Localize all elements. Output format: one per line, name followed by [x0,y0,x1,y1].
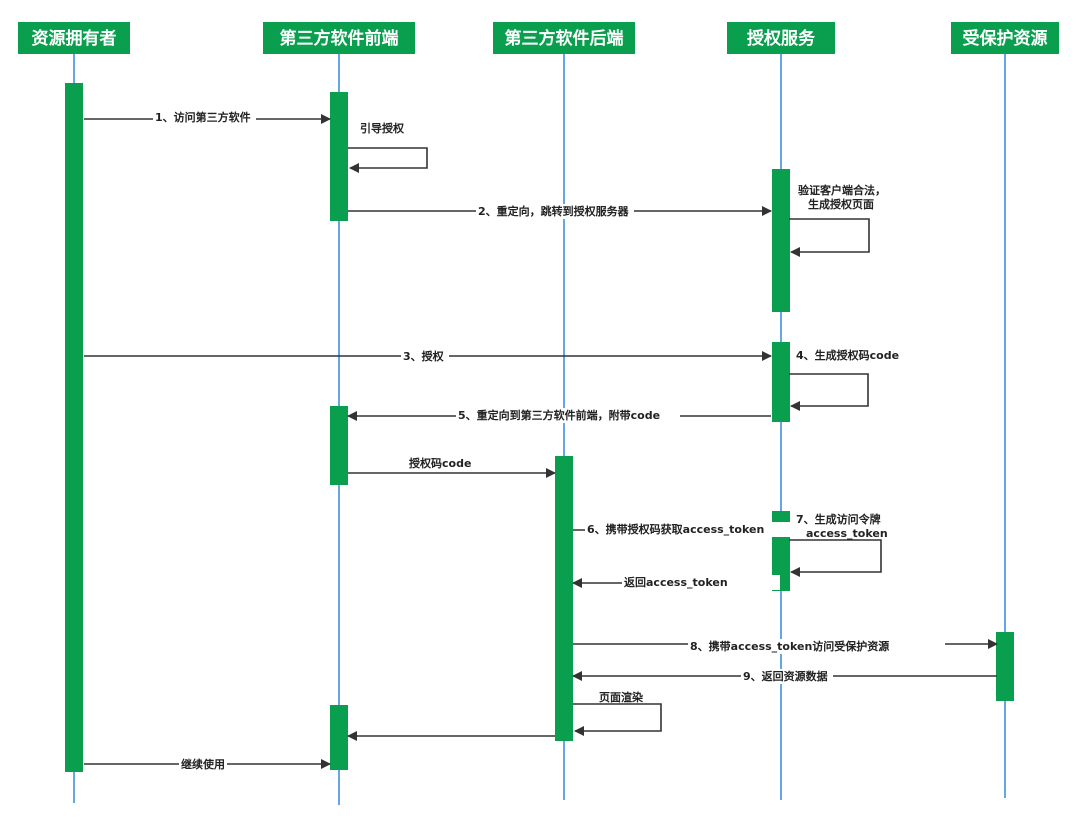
actor-owner: 资源拥有者 [18,22,130,54]
actor-label-owner: 资源拥有者 [32,28,117,49]
message-label: 页面渲染 [599,690,644,704]
activation-bar-frontend [330,406,348,485]
message-label: 继续使用 [181,757,225,771]
message-label-bg [622,575,780,590]
message-label: access_token [806,527,888,540]
message-label: 返回access_token [624,575,728,589]
message-6: 4、生成授权码code [789,348,899,411]
message-label-bg [401,349,449,364]
lifelines-layer [73,54,1006,805]
message-label-bg [456,408,680,423]
message-16: 继续使用 [84,757,331,772]
message-3: 2、重定向，跳转到授权服务器 [348,204,772,219]
message-label-bg [153,110,256,125]
actor-resource: 受保护资源 [951,22,1059,54]
activation-bar-auth [772,342,790,422]
self-call-arrow [348,147,428,173]
actor-label-resource: 受保护资源 [963,28,1048,49]
actor-box-frontend [263,22,415,54]
message-5: 3、授权 [84,349,772,364]
message-7: 5、重定向到第三方软件前端，附带code [347,408,771,423]
self-call-arrow [789,539,882,577]
message-label: 7、生成访问令牌 [796,512,881,526]
self-call-arrow [789,218,870,257]
activation-bar-frontend [330,92,348,221]
actor-box-backend [493,22,635,54]
message-11: 返回access_token [572,575,780,590]
message-label-bg [476,204,634,219]
message-label: 9、返回资源数据 [743,669,828,683]
activation-bar-auth [772,169,790,312]
activation-bar-frontend [330,705,348,770]
self-call-arrow [789,373,869,411]
actor-label-frontend: 第三方软件前端 [280,28,399,49]
activation-bar-resource [996,632,1014,701]
actor-frontend: 第三方软件前端 [263,22,415,54]
message-label: 生成授权页面 [808,197,874,211]
message-label: 4、生成授权码code [796,348,899,362]
actors-layer: 资源拥有者 第三方软件前端 第三方软件后端 授权服务 受保护资源 [18,22,1059,54]
message-label: 6、携带授权码获取access_token [587,522,764,536]
message-2: 引导授权 [348,121,428,173]
actor-box-auth [727,22,835,54]
message-8: 授权码code [348,456,556,478]
message-14: 页面渲染 [573,690,662,736]
message-label: 验证客户端合法， [798,183,886,197]
message-label: 2、重定向，跳转到授权服务器 [478,204,630,218]
message-label: 授权码code [409,456,471,470]
activation-bar-backend [555,456,573,741]
actor-label-auth: 授权服务 [747,28,816,49]
message-label-bg [179,757,227,772]
message-1: 1、访问第三方软件 [84,110,331,125]
actor-auth: 授权服务 [727,22,835,54]
message-label: 1、访问第三方软件 [155,110,251,124]
actor-backend: 第三方软件后端 [493,22,635,54]
activation-bar-owner [65,83,83,772]
message-label-bg [688,639,945,654]
message-4: 验证客户端合法，生成授权页面 [789,183,886,257]
message-9: 6、携带授权码获取access_token [573,522,820,537]
self-call-arrow [573,703,662,736]
message-13: 9、返回资源数据 [572,669,997,684]
message-label-bg [741,669,833,684]
message-label: 5、重定向到第三方软件前端，附带code [458,408,660,422]
message-label: 8、携带access_token访问受保护资源 [690,639,889,653]
message-label-bg [585,522,820,537]
message-label: 3、授权 [403,349,445,363]
actor-box-resource [951,22,1059,54]
message-label: 引导授权 [360,121,405,135]
actor-label-backend: 第三方软件后端 [505,28,624,49]
actor-box-owner [18,22,130,54]
message-12: 8、携带access_token访问受保护资源 [573,639,998,654]
